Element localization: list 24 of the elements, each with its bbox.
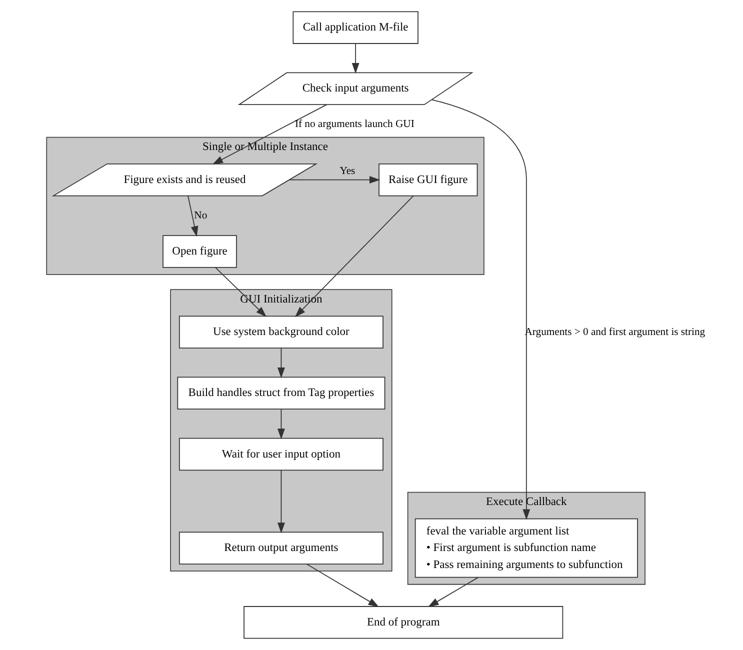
arrow: [215, 267, 267, 317]
arrow: [212, 104, 328, 164]
arrow: [288, 176, 380, 184]
arrow: [431, 99, 530, 520]
arrow: [277, 470, 285, 534]
node-box: Use system background color: [178, 316, 384, 348]
edge-label: If no arguments launch GUI: [294, 119, 414, 130]
node-box: feval the variable argument list • First argument is subfunction name • Pass remaining arguments to subfunction: [414, 518, 638, 578]
edge-label: No: [194, 210, 208, 222]
node-box: Build handles struct from Tag properties: [177, 376, 386, 410]
node-box: Open figure: [162, 235, 237, 268]
node-box: End of program: [244, 606, 564, 639]
node-box: Raise GUI figure: [378, 163, 478, 196]
edge-label: Yes: [340, 166, 356, 178]
arrow: [277, 408, 285, 440]
arrow: [306, 564, 379, 608]
node-box: Return output arguments: [178, 532, 384, 564]
node-box: Call application M-file: [292, 11, 418, 44]
arrow: [277, 348, 285, 378]
arrow: [295, 196, 414, 318]
arrow: [188, 195, 198, 237]
node-box: Wait for user input option: [178, 438, 384, 471]
arrow: [352, 43, 360, 74]
arrow: [428, 577, 479, 607]
